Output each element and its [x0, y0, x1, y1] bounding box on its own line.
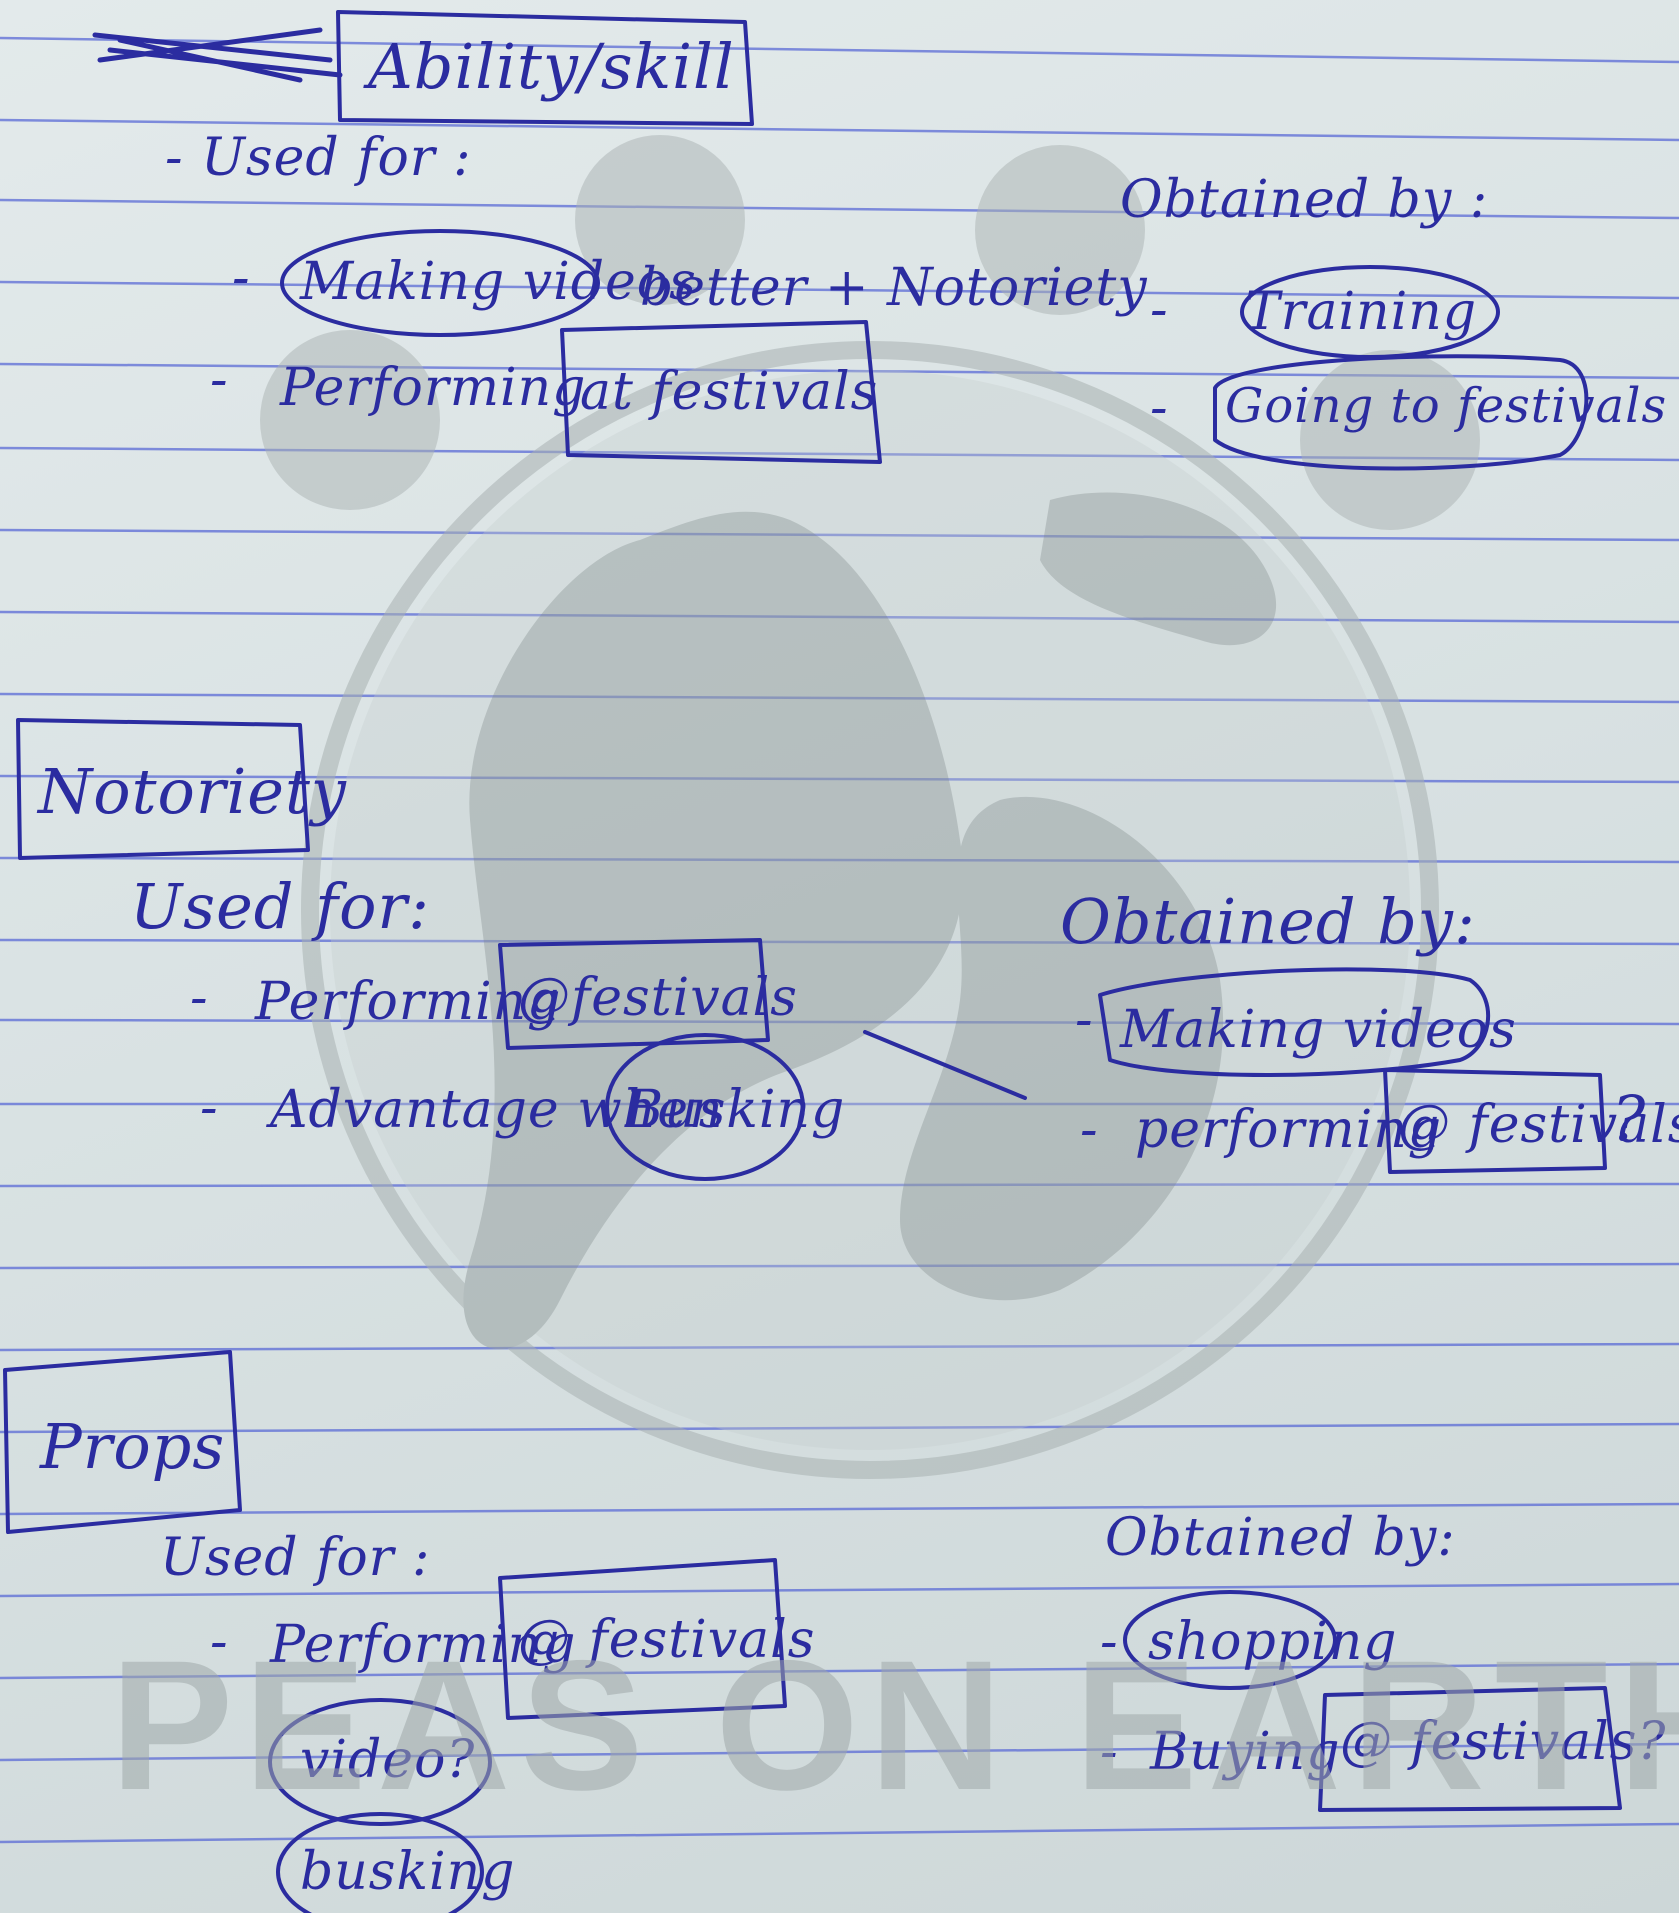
- boxed-at-festivals: @ festivals: [1398, 1095, 1679, 1155]
- text-performing: Performing: [270, 1615, 577, 1675]
- circle-shopping: [1123, 1590, 1337, 1690]
- obtained-label-ability: Obtained by :: [1120, 170, 1489, 230]
- bullet-dash: -: [210, 1612, 229, 1672]
- circle-going-to-festivals: [1213, 354, 1589, 471]
- text-better-notoriety: better + Notoriety: [640, 258, 1148, 318]
- circle-making-videos-obtained: [1098, 967, 1490, 1077]
- pea-characters-icon: [260, 135, 1480, 530]
- connector-line: [863, 1030, 1027, 1100]
- text-advantage-when: Advantage when: [270, 1080, 724, 1140]
- heading-box-ability: [336, 10, 754, 126]
- circle-making-videos: [280, 229, 600, 337]
- circle-busking: [605, 1033, 805, 1181]
- circle-video: [268, 1698, 492, 1826]
- heading-ability: Ability/skill: [368, 30, 735, 103]
- circled-making-videos: Making videos: [300, 252, 697, 312]
- bullet-dash: -: [1100, 1612, 1119, 1672]
- used-for-label-ability: - Used for :: [165, 128, 472, 188]
- text-performing: performing: [1135, 1100, 1443, 1160]
- circled-shopping: shopping: [1148, 1612, 1398, 1672]
- bullet-dash: -: [1080, 1100, 1099, 1160]
- bullet-dash: -: [200, 1078, 219, 1138]
- text-performing: Performing: [255, 972, 562, 1032]
- box-festivals-props: [498, 1558, 787, 1720]
- heading-props: Props: [40, 1410, 226, 1483]
- circled-going-to-festivals: Going to festivals: [1225, 378, 1668, 434]
- watermark-text: PEAS ON EARTH: [110, 1623, 1679, 1829]
- box-at-festivals-notoriety: [498, 938, 770, 1050]
- used-for-label-notoriety: Used for:: [130, 870, 430, 943]
- bullet-dash: -: [210, 350, 229, 410]
- circled-making-videos-obtained: Making videos: [1120, 1000, 1517, 1060]
- heading-box-props: [3, 1350, 242, 1534]
- box-at-festivals: [560, 320, 882, 464]
- obtained-label-props: Obtained by:: [1105, 1508, 1456, 1568]
- heading-box-notoriety: [16, 718, 310, 860]
- obtained-label-notoriety: Obtained by:: [1060, 885, 1476, 958]
- circle-busking-props: [276, 1812, 484, 1913]
- scribble-mark: [92, 27, 343, 83]
- text-buying: Buying: [1150, 1722, 1341, 1782]
- box-festivals-obtained-props: [1318, 1686, 1622, 1812]
- bullet-dash: -: [232, 248, 251, 308]
- circled-training: Training: [1245, 282, 1478, 342]
- heading-notoriety: Notoriety: [38, 755, 347, 828]
- circled-busking: Busking: [625, 1080, 846, 1140]
- boxed-at-festivals: @festivals: [518, 968, 798, 1028]
- circled-busking: busking: [300, 1842, 516, 1902]
- bullet-dash: -: [1150, 280, 1169, 340]
- bullet-dash: -: [190, 968, 209, 1028]
- bullet-dash: -: [1100, 1722, 1119, 1782]
- circled-video: video?: [300, 1730, 476, 1790]
- bullet-dash: -: [1075, 990, 1094, 1050]
- earth-globe-icon: [301, 341, 1439, 1479]
- bullet-dash: -: [1150, 378, 1169, 438]
- boxed-at-festivals: @ festivals: [518, 1610, 816, 1670]
- question-mark: ?: [1612, 1082, 1647, 1155]
- text-performing: Performing: [280, 358, 587, 418]
- used-for-label-props: Used for :: [160, 1528, 431, 1588]
- box-festivals-obtained: [1383, 1068, 1607, 1174]
- boxed-at-festivals: at festivals: [580, 362, 879, 422]
- boxed-at-festivals: @ festivals?: [1340, 1712, 1667, 1772]
